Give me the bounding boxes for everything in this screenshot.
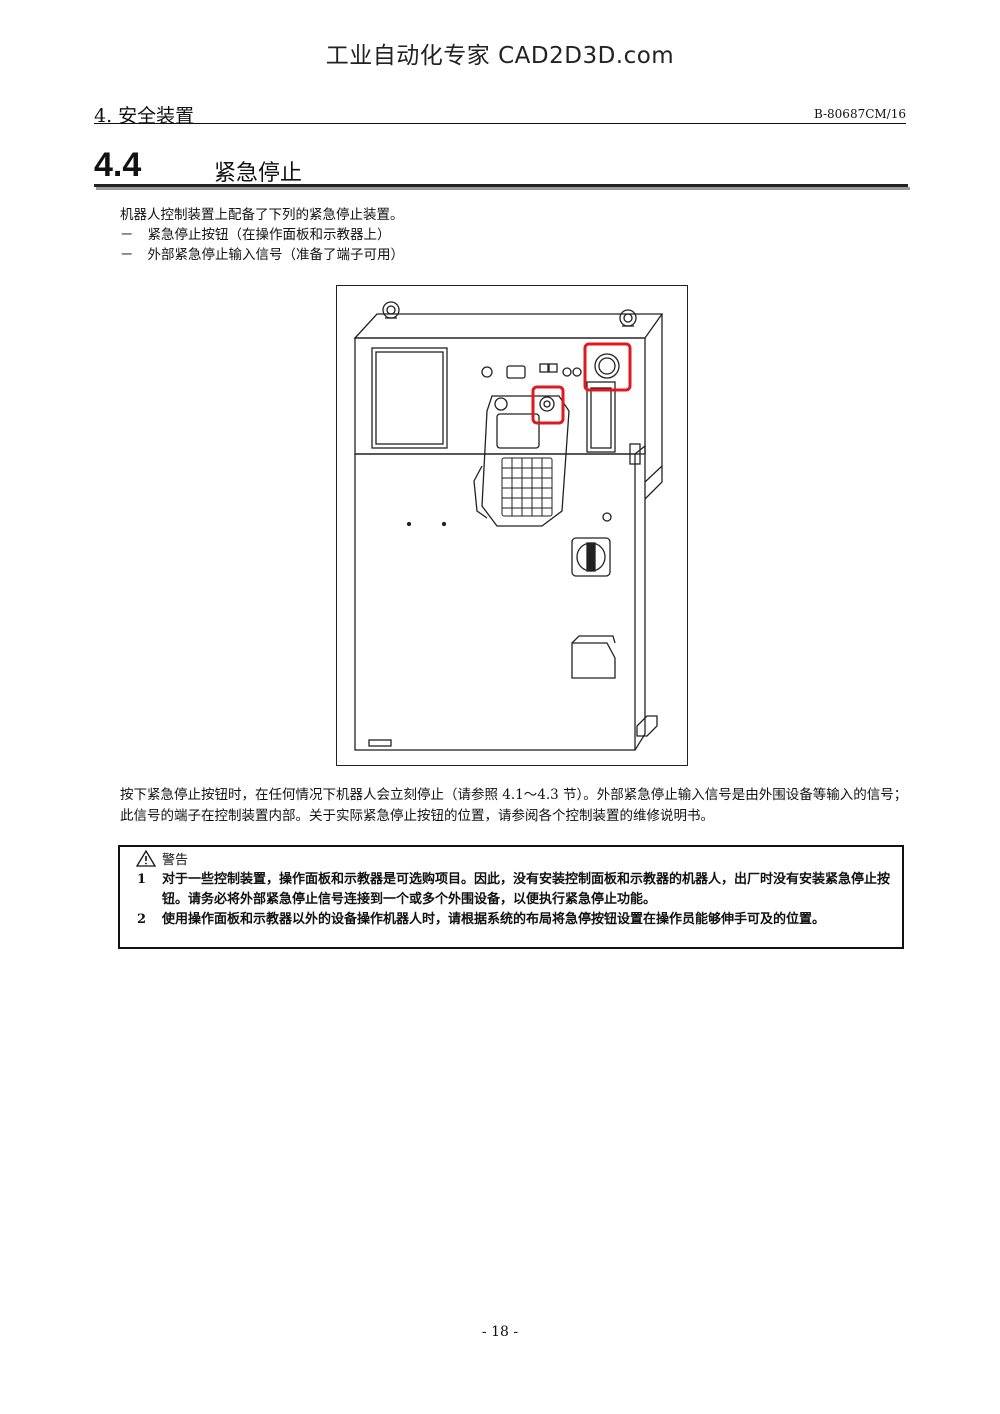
section-number: 4.4 — [94, 146, 142, 184]
section-rule — [94, 184, 908, 187]
controller-cabinet-illustration — [353, 301, 664, 751]
controller-figure — [336, 285, 688, 766]
warning-triangle-icon — [136, 850, 156, 867]
list-bullet: － — [120, 227, 134, 243]
list-item: － 紧急停止按钮（在操作面板和示教器上） — [120, 225, 391, 245]
page-number: - 18 - — [481, 1324, 519, 1340]
body-paragraph: 按下紧急停止按钮时，在任何情况下机器人会立刻停止（请参照 4.1～4.3 节）。… — [120, 787, 908, 824]
warning-item-number: 2 — [137, 912, 147, 927]
header-rule — [94, 123, 906, 124]
warning-item-number: 1 — [137, 872, 147, 887]
list-item: － 外部紧急停止输入信号（准备了端子可用） — [120, 245, 404, 265]
warning-title-text: 警告 — [162, 853, 189, 868]
list-bullet: － — [120, 247, 134, 263]
watermark-text: 工业自动化专家 CAD2D3D.com — [325, 43, 675, 69]
intro-line: 机器人控制装置上配备了下列的紧急停止装置。 — [120, 207, 404, 223]
warning-item-text: 使用操作面板和示教器以外的设备操作机器人时，请根据系统的布局将急停按钮设置在操作… — [162, 912, 826, 927]
list-item-text: 紧急停止按钮（在操作面板和示教器上） — [147, 227, 391, 243]
section-title: 紧急停止 — [214, 161, 303, 186]
document-code: B-80687CM/16 — [813, 107, 906, 121]
chapter-header: 4. 安全装置 — [94, 105, 195, 127]
warning-box — [118, 845, 904, 949]
estop-highlight-pendant — [531, 385, 565, 425]
estop-highlight-panel — [583, 342, 632, 392]
list-item-text: 外部紧急停止输入信号（准备了端子可用） — [147, 247, 405, 263]
warning-title: 警告 — [136, 849, 188, 868]
warning-item-text: 对于一些控制装置，操作面板和示教器是可选购项目。因此，没有安装控制面板和示教器的… — [162, 872, 891, 907]
